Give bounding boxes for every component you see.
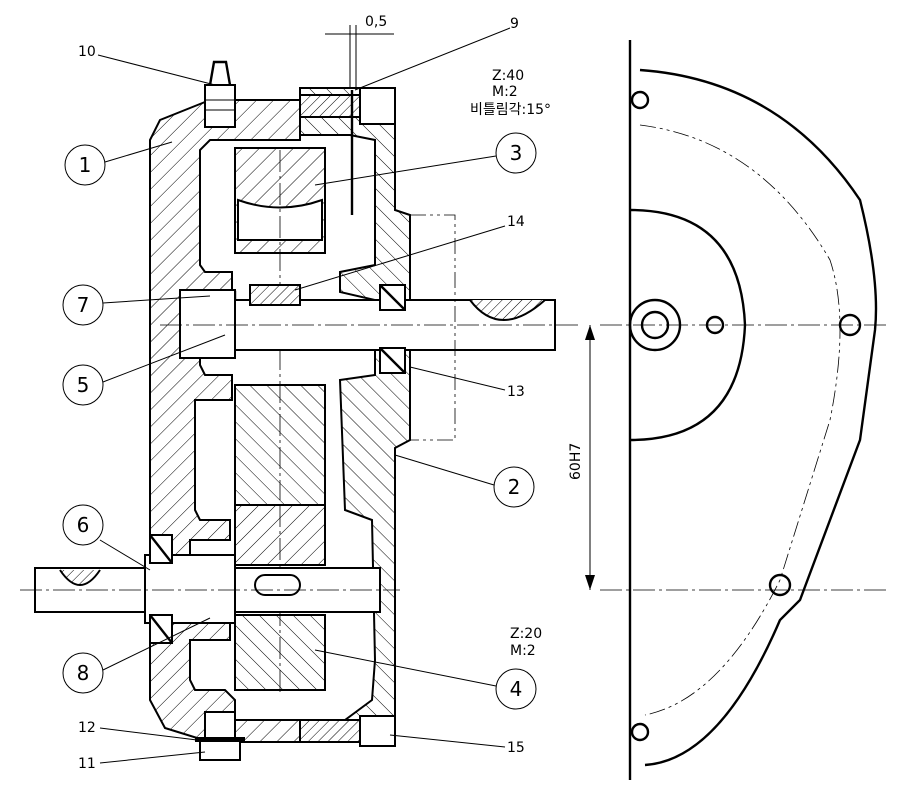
bolt-9 <box>299 87 396 215</box>
svg-text:3: 3 <box>510 141 523 165</box>
svg-text:7: 7 <box>77 293 90 317</box>
small-gear-teeth: Z:20 <box>510 626 542 642</box>
section-view <box>20 25 595 761</box>
callout-13: 13 <box>409 366 525 400</box>
balloon-3: 3 <box>314 132 537 186</box>
grease-nipple-10 <box>204 60 236 128</box>
balloon-1: 1 <box>64 141 173 186</box>
svg-text:10: 10 <box>78 44 96 60</box>
gear-spec-small: Z:20 M:2 <box>510 626 542 659</box>
large-gear-part-3 <box>234 147 326 506</box>
balloon-4: 4 <box>314 649 537 710</box>
hole-top <box>630 90 650 110</box>
drain-plug-11 <box>195 711 245 761</box>
svg-text:2: 2 <box>508 475 521 499</box>
gap-dimension-label: 0,5 <box>365 14 387 30</box>
large-gear-module: M:2 <box>492 84 518 100</box>
svg-text:8: 8 <box>77 661 90 685</box>
svg-text:1: 1 <box>79 153 92 177</box>
svg-text:11: 11 <box>78 756 96 772</box>
callout-14: 14 <box>294 214 525 291</box>
lower-shaft-part-6 <box>20 534 400 644</box>
gap-dimension <box>325 25 394 88</box>
bolt-15 <box>299 715 396 747</box>
svg-text:13: 13 <box>507 384 525 400</box>
balloon-6: 6 <box>62 504 151 571</box>
balloon-5: 5 <box>62 334 226 406</box>
callout-11: 11 <box>78 751 206 772</box>
bolt-hole-lower <box>768 573 792 597</box>
housing-side-phantom <box>639 124 841 716</box>
small-gear-part-4 <box>234 504 326 695</box>
large-gear-helix-angle: 비틀림각:15° <box>470 102 551 118</box>
center-distance-dimension <box>585 325 595 590</box>
svg-text:15: 15 <box>507 740 525 756</box>
hole-bottom <box>630 722 650 742</box>
housing-side-outline <box>639 68 878 767</box>
svg-text:14: 14 <box>507 214 525 230</box>
svg-text:5: 5 <box>77 373 90 397</box>
balloon-7: 7 <box>62 284 211 326</box>
svg-text:4: 4 <box>510 677 523 701</box>
callout-10: 10 <box>78 44 216 86</box>
small-gear-module: M:2 <box>510 643 536 659</box>
upper-shaft-part-5 <box>160 284 580 374</box>
center-distance-label: 60H7 <box>568 443 584 480</box>
balloon-2: 2 <box>394 454 535 508</box>
housing-body-part-2 <box>299 87 411 743</box>
svg-text:6: 6 <box>77 513 90 537</box>
callout-9: 9 <box>354 16 519 91</box>
callout-12: 12 <box>78 720 198 741</box>
flange-phantom-outline <box>410 214 456 441</box>
large-gear-teeth: Z:40 <box>492 68 524 84</box>
balloon-8: 8 <box>62 617 211 694</box>
svg-text:12: 12 <box>78 720 96 736</box>
svg-text:9: 9 <box>510 16 519 32</box>
callout-15: 15 <box>389 734 525 756</box>
side-view <box>600 40 890 780</box>
gear-spec-large: Z:40 M:2 비틀림각:15° <box>470 68 551 118</box>
